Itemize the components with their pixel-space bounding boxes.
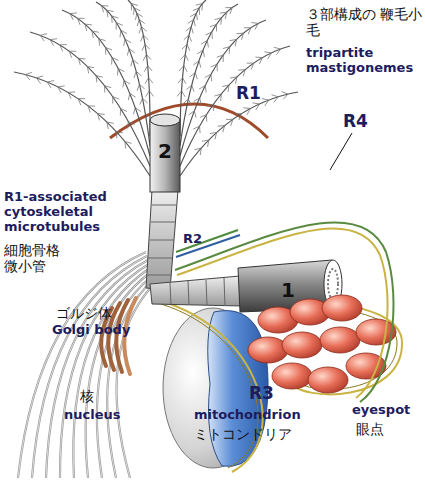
basal-body-1: [150, 276, 242, 306]
microtubule: [117, 284, 155, 478]
stripe: [148, 258, 172, 259]
eyespot-globule: [308, 367, 348, 393]
part-label: ミトコンドリア: [194, 426, 304, 442]
mastigoneme-barbs: [70, 13, 141, 114]
mastigoneme-barbs: [183, 8, 232, 106]
stripe: [152, 205, 177, 206]
mastigoneme-shaft: [180, 46, 290, 166]
stripe: [206, 280, 207, 305]
flagellum-2: [150, 120, 180, 192]
eyespot-globules: [248, 295, 396, 393]
microtubule-highlight: [107, 280, 153, 478]
eyespot-globule: [282, 332, 322, 358]
microtubule-highlight: [32, 256, 147, 478]
stripe: [188, 281, 189, 305]
leader-line: [330, 133, 352, 170]
mastigoneme-barbs: [40, 34, 134, 129]
microtubule: [73, 268, 150, 478]
caption-english: tripartite mastigonemes: [306, 46, 418, 76]
microtubule-highlight: [60, 264, 149, 478]
microtubule: [32, 256, 147, 478]
stripe: [147, 275, 171, 276]
r3-microtubule: [160, 298, 402, 394]
mastigoneme-shaft: [96, 2, 150, 146]
eyespot-globule: [248, 337, 288, 363]
root-label: R1: [236, 84, 266, 104]
microtubule-highlight: [73, 268, 150, 478]
mastigoneme-barbs: [193, 47, 280, 133]
mastigoneme-shaft: [62, 10, 150, 156]
microtubule: [86, 272, 151, 478]
r3-microtubule: [158, 300, 263, 472]
mastigoneme-shaft: [180, 92, 298, 176]
root-r3: [158, 298, 402, 472]
root-r2: [176, 230, 240, 257]
mastigoneme-barbs: [25, 72, 131, 148]
r4-microtubule: [177, 228, 388, 398]
root-label: R3: [249, 384, 279, 404]
stripe: [170, 283, 171, 304]
r3-microtubule: [161, 304, 258, 468]
eyespot-globule: [272, 363, 312, 389]
microtubule: [107, 280, 153, 478]
part-label: eyespot: [352, 403, 422, 418]
callout-number: 2: [158, 140, 178, 163]
part-label: 眼点: [356, 421, 406, 437]
eyespot-globule: [320, 327, 360, 353]
mastigoneme-barbs: [189, 23, 259, 118]
flagellum-2-tip: [150, 114, 180, 126]
basal-body-2: [146, 190, 178, 290]
mastigoneme-shaft: [180, 20, 266, 156]
root-label: R4: [343, 112, 377, 132]
root-label: R2: [183, 232, 209, 247]
microtubule: [60, 264, 149, 478]
mastigoneme-barbs: [131, 3, 153, 96]
part-label: Golgi body: [52, 323, 132, 338]
caption-japanese: ３部構成の 鞭毛小毛: [306, 6, 424, 38]
microtubule-highlight: [117, 284, 155, 478]
part-label: R1-associated cytoskeletal microtubules: [4, 190, 112, 235]
mastigoneme-barbs: [177, 3, 202, 96]
cytoskeletal-microtubules: [18, 252, 154, 478]
part-label: 核: [80, 388, 100, 404]
r2-microtubule: [176, 230, 238, 252]
basal-body-stripes: [170, 278, 225, 306]
microtubule-highlight: [86, 272, 151, 478]
eyespot-globule: [322, 295, 362, 321]
part-label: ゴルジ体: [56, 305, 126, 321]
axoneme-ring: [328, 269, 338, 299]
part-label: mitochondrion: [194, 408, 304, 423]
callout-number: 1: [281, 279, 301, 302]
basal-body-stripes: [147, 205, 177, 275]
part-label: 細胞骨格 微小管: [4, 242, 76, 274]
root-r1: [110, 104, 268, 138]
part-label: nucleus: [64, 408, 134, 423]
stripe: [150, 240, 174, 241]
root-r4: [175, 222, 394, 402]
r4-microtubule: [175, 222, 394, 402]
stripe: [151, 222, 176, 223]
stripe: [224, 278, 225, 306]
